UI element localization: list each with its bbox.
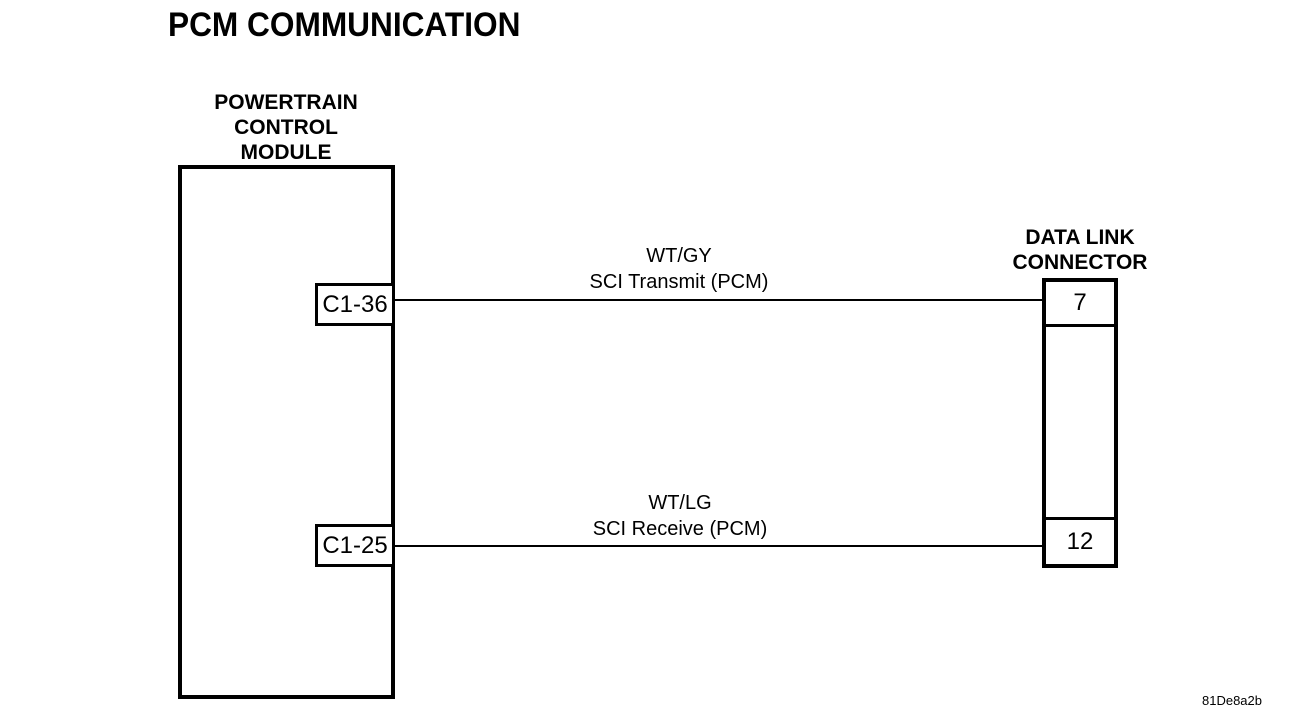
wire-sci-transmit-signal: SCI Transmit (PCM) bbox=[589, 271, 769, 293]
diagram-title: PCM COMMUNICATION bbox=[168, 6, 521, 44]
pcm-module-label: POWERTRAIN CONTROL MODULE bbox=[178, 90, 394, 165]
figure-code: 81De8a2b bbox=[1202, 693, 1262, 708]
pcm-pin-c1-25: C1-25 bbox=[315, 524, 395, 567]
pcm-pin-c1-25-label: C1-25 bbox=[322, 531, 388, 559]
pcm-label-line-1: POWERTRAIN bbox=[214, 91, 358, 114]
pcm-label-line-3: MODULE bbox=[240, 141, 332, 164]
wire-sci-transmit-color-code: WT/GY bbox=[646, 245, 712, 267]
pcm-pin-c1-36-label: C1-36 bbox=[322, 290, 388, 318]
wire-sci-receive-color-code: WT/LG bbox=[648, 492, 712, 514]
data-link-connector-label: DATA LINK CONNECTOR bbox=[1000, 225, 1160, 275]
dlc-pin-7: 7 bbox=[1046, 282, 1114, 327]
dlc-pin-12: 12 bbox=[1046, 517, 1114, 564]
wire-sci-receive bbox=[394, 545, 1044, 547]
wire-sci-transmit bbox=[394, 299, 1044, 301]
pcm-label-line-2: CONTROL bbox=[234, 116, 338, 139]
dlc-label-line-1: DATA LINK bbox=[1025, 226, 1135, 249]
pcm-module-box bbox=[178, 165, 395, 699]
data-link-connector-box: 7 12 bbox=[1042, 278, 1118, 568]
dlc-pin-12-label: 12 bbox=[1066, 528, 1094, 555]
wire-sci-receive-label: WT/LG SCI Receive (PCM) bbox=[593, 490, 767, 542]
dlc-label-line-2: CONNECTOR bbox=[1012, 251, 1148, 274]
dlc-body bbox=[1046, 327, 1114, 517]
pcm-pin-c1-36: C1-36 bbox=[315, 283, 395, 326]
dlc-pin-7-label: 7 bbox=[1073, 289, 1087, 316]
wire-sci-transmit-label: WT/GY SCI Transmit (PCM) bbox=[590, 243, 769, 295]
wire-sci-receive-signal: SCI Receive (PCM) bbox=[592, 518, 768, 540]
